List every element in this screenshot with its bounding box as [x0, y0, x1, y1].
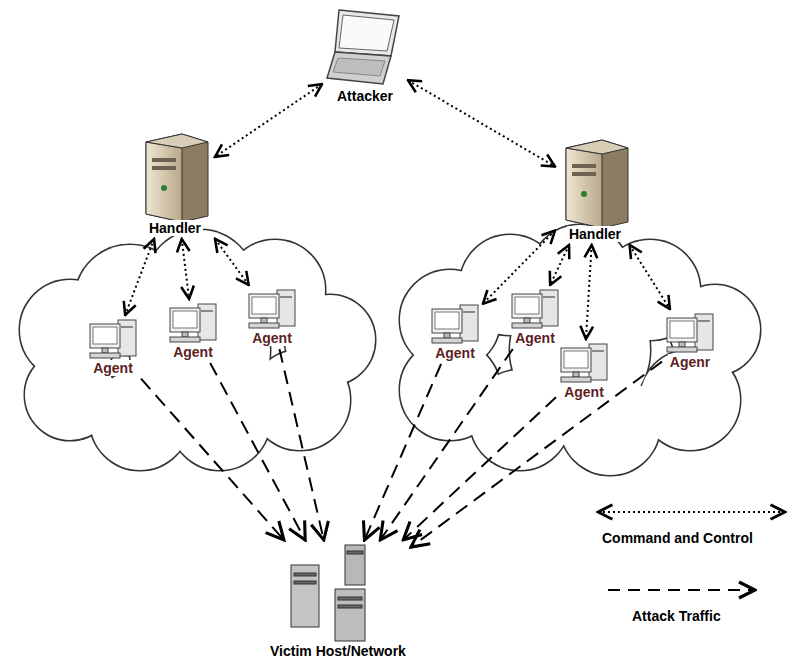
node-label: Agenr: [668, 354, 712, 370]
attack-traffic-arrow: [141, 379, 284, 540]
attack-traffic-arrow: [411, 362, 662, 547]
attack-traffic-arrow: [403, 397, 556, 540]
legend-dotted-sample: [598, 511, 785, 513]
servers-icon: [283, 543, 393, 643]
agent-node: Agenr: [665, 312, 715, 370]
command-control-arrow: [586, 245, 592, 339]
legend-text: Command and Control: [602, 530, 753, 546]
legend-text: Attack Traffic: [632, 608, 721, 624]
agent-clouds: [20, 225, 760, 475]
cloud-lobe: [510, 280, 650, 420]
agent-node: Agent: [430, 303, 480, 361]
attack-traffic-arrow: [210, 363, 305, 540]
command-control-arrow: [215, 84, 322, 157]
legend-dashed-sample: [608, 589, 755, 591]
desktop-icon: [247, 288, 297, 330]
attacker-node: Attacker: [325, 6, 405, 104]
attack-traffic-arrow: [364, 364, 441, 540]
desktop-icon: [665, 312, 715, 354]
handler-node: Handler: [138, 132, 212, 236]
desktop-icon: [510, 288, 560, 330]
command-control-arrow: [630, 245, 670, 309]
legend-samples: [598, 512, 785, 590]
desktop-icon: [168, 302, 218, 344]
handler-node: Handler: [558, 138, 632, 242]
victim-node: Victim Host/Network: [268, 543, 408, 659]
node-label: Agent: [250, 330, 294, 346]
agent-node: Agent: [88, 318, 138, 376]
command-control-arrow: [550, 245, 569, 285]
node-label: Attacker: [335, 88, 395, 104]
node-label: Agent: [513, 330, 557, 346]
agent-node: Agent: [247, 288, 297, 346]
node-label: Agent: [171, 344, 215, 360]
laptop-icon: [325, 6, 405, 88]
attack-traffic-arrow: [279, 349, 323, 540]
command-control-arrow: [182, 239, 189, 299]
command-control-arrow: [215, 239, 249, 285]
node-label: Agent: [433, 345, 477, 361]
node-label: Victim Host/Network: [268, 643, 408, 659]
command-control-arrow: [125, 239, 154, 315]
node-label: Agent: [562, 384, 606, 400]
agent-node: Agent: [510, 288, 560, 346]
tower-icon: [558, 138, 632, 230]
node-label: Handler: [147, 220, 203, 236]
tower-icon: [138, 132, 212, 224]
agent-node: Agent: [168, 302, 218, 360]
cloud-lobe: [510, 280, 650, 420]
command-control-arrow: [408, 80, 555, 166]
agent-node: Agent: [559, 342, 609, 400]
attack-traffic-arrow: [380, 349, 513, 540]
desktop-icon: [430, 303, 480, 345]
node-label: Handler: [567, 226, 623, 242]
desktop-icon: [88, 318, 138, 360]
desktop-icon: [559, 342, 609, 384]
node-label: Agent: [91, 360, 135, 376]
